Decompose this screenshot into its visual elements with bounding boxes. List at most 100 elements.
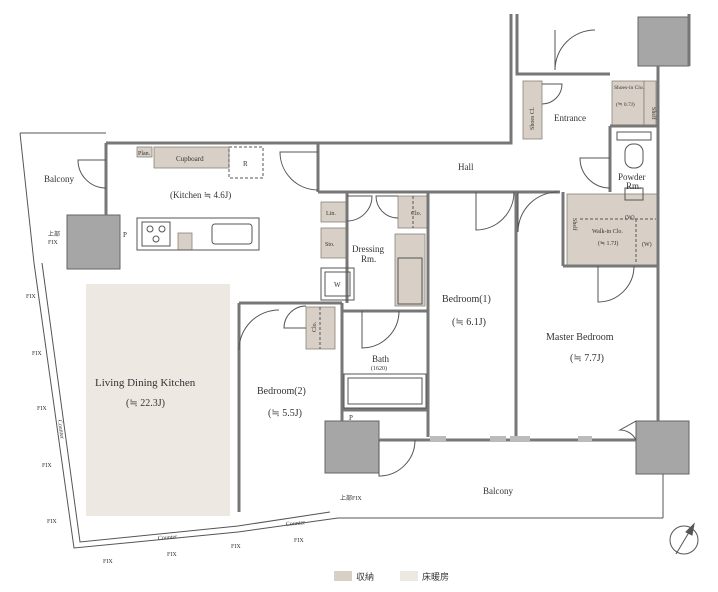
wall-entrance-right <box>515 14 610 76</box>
kitchen-counter <box>136 217 260 251</box>
stove-burner <box>146 225 154 233</box>
bathtub <box>343 373 427 409</box>
linen-label: Lin. <box>326 211 336 217</box>
hall-label: Hall <box>458 162 474 172</box>
door-balcony-bath <box>378 439 416 477</box>
dressing-counter <box>397 257 423 305</box>
shoes-in-closet-label: Shoes-in Clo. <box>614 85 645 91</box>
upper-fix-label-1: 上部 <box>48 230 60 238</box>
fix-label: FIX <box>37 406 47 412</box>
door-master <box>517 191 559 233</box>
window-bedroom1 <box>430 436 446 442</box>
bath-name: Bath <box>372 354 389 364</box>
bedroom1-closet-label: Clo. <box>411 211 422 217</box>
counter-label-bottom: Counter <box>158 534 178 542</box>
storage-label: Sto. <box>325 242 335 248</box>
pillar-top-right <box>637 16 690 67</box>
storage-zones <box>136 80 658 350</box>
counter-label-left: Counter <box>56 419 65 439</box>
dressing-shelf-area <box>394 233 426 307</box>
washer <box>320 267 355 301</box>
stove-burner <box>158 225 166 233</box>
door-bedroom1 <box>475 191 515 231</box>
fix-label: FIX <box>231 544 241 550</box>
bedroom2-size: (≒ 5.5J) <box>268 408 302 419</box>
master-name: Master Bedroom <box>546 332 614 343</box>
legend-heated-swatch <box>400 571 418 581</box>
door-shoes <box>541 83 563 105</box>
pipe-space-kitchen: P <box>123 231 127 239</box>
door-hall <box>279 151 319 191</box>
dressing-label-1: Dressing <box>352 244 384 254</box>
fix-label: FIX <box>103 559 113 565</box>
plan-shelf-area <box>136 146 153 158</box>
ldk-name: Living Dining Kitchen <box>95 377 196 389</box>
legend-heated-label: 床暖房 <box>422 571 449 582</box>
walkin-w-top: (W) <box>625 214 635 221</box>
kitchen-label: (Kitchen ≒ 4.6J) <box>170 190 231 200</box>
perimeter-glazing <box>33 262 339 549</box>
pillar-bottom-right <box>635 420 690 475</box>
perimeter-glazing-inner <box>41 262 331 543</box>
pillars <box>66 16 690 475</box>
door-bath <box>361 310 400 349</box>
windows <box>430 436 592 442</box>
washer-label: W <box>334 281 341 289</box>
pillar-bath <box>324 420 380 474</box>
fix-label: FIX <box>167 552 177 558</box>
ldk-heated-floor <box>86 284 230 516</box>
balcony-left-edge <box>19 132 35 264</box>
plan-shelf-label: Plan. <box>138 151 151 157</box>
fix-label: FIX <box>32 351 42 357</box>
kitchen-sink <box>211 223 253 245</box>
walkin-size: (≒ 1.7J) <box>598 240 618 247</box>
pillar-kitchen <box>66 214 121 270</box>
entrance-label: Entrance <box>554 113 586 123</box>
walkin-name: Walk-in Clo. <box>592 229 623 235</box>
cupboard-area <box>153 146 230 169</box>
refrigerator-slot <box>228 146 264 179</box>
compass-icon <box>669 522 699 555</box>
stove-burner <box>152 235 160 243</box>
walkin-shelf-label: Shelf <box>571 218 578 231</box>
toilet-bowl <box>624 143 644 169</box>
dressing-label-2: Rm. <box>361 254 376 264</box>
doors <box>77 29 637 477</box>
legend: 収納 床暖房 <box>334 571 449 582</box>
legend-storage-label: 収納 <box>356 571 374 582</box>
door-closet-b2 <box>283 305 307 329</box>
window-master <box>510 436 530 442</box>
powder-room-label-1: Powder <box>618 172 646 182</box>
shoes-in-closet-area <box>611 80 645 127</box>
refrigerator-label: R <box>243 160 248 168</box>
door-bedroom2 <box>238 309 280 351</box>
bathtub-inner <box>347 377 423 405</box>
door-walkin <box>597 265 635 303</box>
toilet-tank <box>616 131 652 141</box>
walkin-w-right: (W) <box>642 241 652 248</box>
counter-label-bottom: Counter <box>286 520 306 528</box>
shelf-label: Shelf <box>650 107 657 120</box>
heated-floor-zones <box>86 284 230 516</box>
balcony-bottom-label: Balcony <box>483 486 513 496</box>
shoes-closet-area <box>522 80 543 140</box>
fix-label: FIX <box>26 294 36 300</box>
bedroom2-closet-label: Clo. <box>312 321 318 332</box>
storage-area <box>320 227 348 259</box>
fix-label: FIX <box>294 538 304 544</box>
bedroom1-size: (≒ 6.1J) <box>452 317 486 328</box>
door-balcony-left <box>77 159 107 189</box>
compass-arrow <box>685 522 695 536</box>
door-balcony-master <box>618 420 637 441</box>
legend-storage-swatch <box>334 571 352 581</box>
bath-size: (1620) <box>371 365 387 372</box>
bedroom2-name: Bedroom(2) <box>257 386 306 397</box>
window-master <box>578 436 592 442</box>
compass-circle <box>669 525 699 555</box>
fix-label: FIX <box>47 519 57 525</box>
kitchen-counter-storage <box>177 232 193 251</box>
master-size: (≒ 7.7J) <box>570 353 604 364</box>
bedroom1-name: Bedroom(1) <box>442 294 491 305</box>
pipe-space-bath: P <box>349 414 353 422</box>
